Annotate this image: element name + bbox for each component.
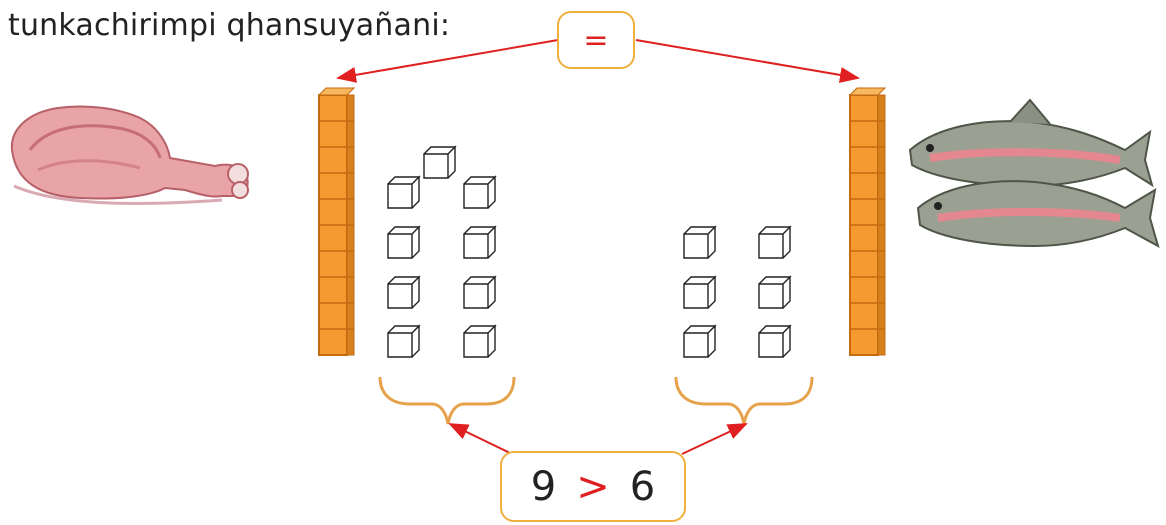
arrow-compare-to-right-brace xyxy=(681,423,748,455)
unit-cube xyxy=(423,145,457,179)
comparison-box: 9 > 6 xyxy=(500,451,686,522)
unit-cube xyxy=(463,225,497,259)
ten-bar-left xyxy=(317,87,356,356)
equal-sign: = xyxy=(583,22,609,58)
unit-cube xyxy=(758,275,792,309)
brace-left xyxy=(378,376,516,425)
unit-cube xyxy=(387,275,421,309)
unit-cube xyxy=(758,225,792,259)
unit-cube xyxy=(683,275,717,309)
instruction-caption: tunkachirimpi qhansuyañani: xyxy=(8,8,451,43)
unit-cube xyxy=(758,324,792,358)
fish-image xyxy=(908,98,1160,249)
brace-right xyxy=(674,376,814,425)
unit-cube xyxy=(463,175,497,209)
cube-group-left xyxy=(387,145,497,358)
arrow-compare-to-left-brace xyxy=(448,423,513,455)
cube-group-right xyxy=(683,225,792,358)
comparison-sign: > xyxy=(576,463,610,510)
comparison-right-number: 6 xyxy=(629,463,656,510)
unit-cube xyxy=(683,324,717,358)
unit-cube xyxy=(387,225,421,259)
unit-cube xyxy=(387,175,421,209)
unit-cube xyxy=(463,275,497,309)
unit-cube xyxy=(463,324,497,358)
comparison-left-number: 9 xyxy=(530,463,557,510)
unit-cube xyxy=(387,324,421,358)
unit-cube xyxy=(683,225,717,259)
ten-bar-right xyxy=(848,87,887,356)
equal-sign-box: = xyxy=(557,11,635,69)
arrow-equal-to-left-bar xyxy=(336,39,559,83)
arrow-equal-to-right-bar xyxy=(635,39,860,83)
meat-image xyxy=(10,105,249,205)
